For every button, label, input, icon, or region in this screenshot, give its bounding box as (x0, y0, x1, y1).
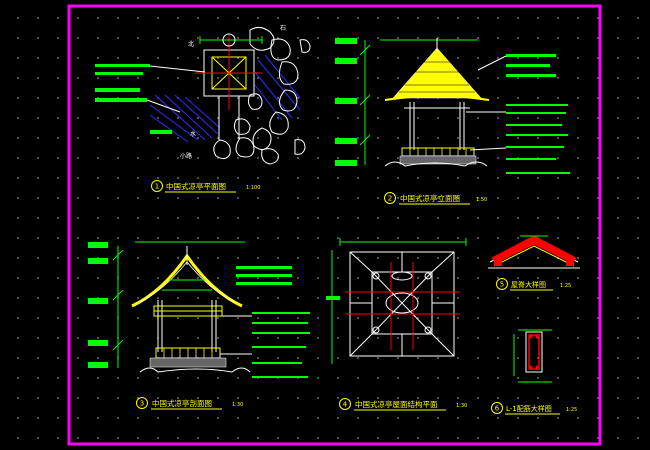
section-roof (131, 246, 243, 308)
view-2-elevation (335, 38, 570, 174)
view-number-2: 2 (388, 195, 392, 203)
roof-structure-columns (372, 272, 432, 334)
view-number-5: 5 (500, 281, 504, 289)
view-scale-1: 1:100 (246, 185, 260, 191)
view-title-1: 1 中国式凉亭平面图 1:100 (151, 180, 260, 193)
view-title-4: 4 中国式凉亭屋面结构平面 1:30 (339, 398, 467, 411)
sheet-frame (67, 4, 602, 446)
view-scale-3: 1:30 (232, 402, 243, 408)
elevation-railing-bars (409, 148, 467, 156)
plan-stones (213, 26, 311, 165)
view-title-text-5: 屋脊大样图 (511, 280, 546, 289)
view-title-text-3: 中国式凉亭剖面图 (152, 398, 212, 408)
view-number-1: 1 (155, 183, 159, 191)
view-title-3: 3 中国式凉亭剖面图 1:30 (136, 397, 243, 410)
plan-north-label: 北 (188, 40, 194, 48)
view-3-section (88, 241, 310, 378)
section-base (149, 357, 227, 368)
view-title-2: 2 中国式凉亭立面图 1:50 (384, 192, 487, 205)
view-title-6: 6 L-1配筋大样图 1:25 (491, 402, 577, 415)
roof-structure-axes (345, 262, 460, 350)
view-5-ridge-detail (488, 235, 580, 269)
plan-path-label: 小路 (180, 152, 192, 160)
view-scale-2: 1:50 (476, 197, 487, 203)
elevation-base (399, 155, 477, 165)
elevation-columns (404, 102, 470, 150)
elevation-railing (401, 147, 475, 157)
elevation-roof (384, 38, 490, 101)
section-columns (153, 300, 223, 352)
view-title-5: 5 屋脊大样图 1:25 (496, 278, 571, 291)
view-scale-6: 1:25 (566, 407, 577, 413)
view-title-text-1: 中国式凉亭平面图 (166, 181, 226, 191)
section-dimension-lines (112, 241, 245, 368)
view-title-text-2: 中国式凉亭立面图 (400, 193, 460, 203)
elevation-dimension-lines (359, 39, 478, 165)
plan-callouts (95, 64, 206, 134)
elevation-notes (466, 54, 570, 174)
view-title-text-6: L-1配筋大样图 (506, 404, 552, 413)
plan-dimensions (199, 33, 263, 47)
view-number-4: 4 (343, 401, 348, 409)
view-number-6: 6 (495, 405, 500, 413)
plan-hatch (149, 54, 301, 143)
plan-water-label: 水 (190, 130, 196, 138)
plan-pavilion (195, 35, 262, 140)
view-6-rebar-detail (513, 329, 552, 383)
view-number-3: 3 (140, 400, 144, 408)
section-notes (220, 266, 310, 378)
view-title-text-4: 中国式凉亭屋面结构平面 (355, 399, 438, 409)
view-scale-5: 1:25 (560, 283, 571, 289)
view-1-plan: 北 水 小路 石 (95, 25, 311, 165)
view-scale-4: 1:30 (456, 403, 467, 409)
plan-stone-label: 石 (280, 25, 286, 32)
view-4-roof-structure (326, 238, 467, 364)
